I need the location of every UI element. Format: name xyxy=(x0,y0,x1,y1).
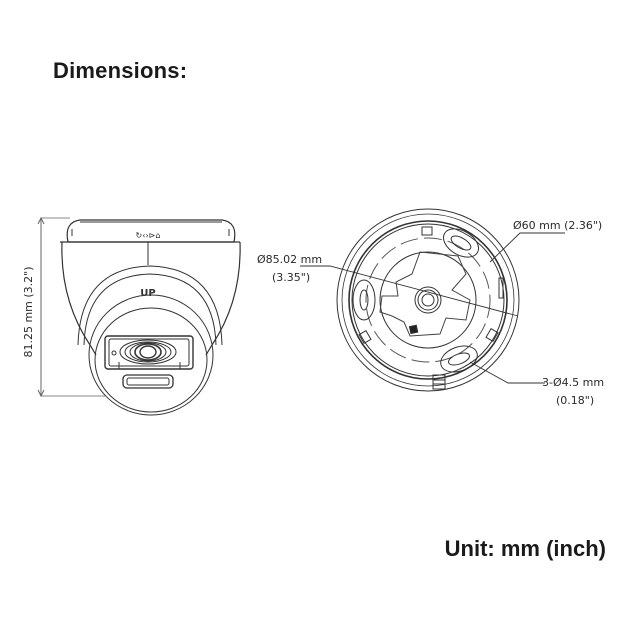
hole-diameter-label: 3-Ø4.5 mm xyxy=(542,376,604,389)
page-title: Dimensions: xyxy=(53,58,188,83)
top-marking-icons: ↻‹›⊳⌂ xyxy=(136,231,161,240)
mount-hole-bottom-right xyxy=(440,345,478,373)
unit-label: Unit: mm (inch) xyxy=(444,536,606,561)
mount-diameter-label: Ø60 mm (2.36") xyxy=(513,219,602,232)
outer-diameter-inch-label: (3.35") xyxy=(272,271,310,284)
hole-diameter-inch-label: (0.18") xyxy=(556,394,594,407)
height-dimension-label: 81.25 mm (3.2") xyxy=(22,266,35,357)
outer-diameter-label: Ø85.02 mm xyxy=(257,253,322,266)
mount-hole-top-right xyxy=(442,228,480,258)
up-marking: UP xyxy=(140,288,155,299)
leader-lines xyxy=(300,232,565,384)
camera-side-view xyxy=(37,216,241,416)
mount-hole-left xyxy=(352,279,376,321)
camera-bottom-view xyxy=(336,208,520,392)
